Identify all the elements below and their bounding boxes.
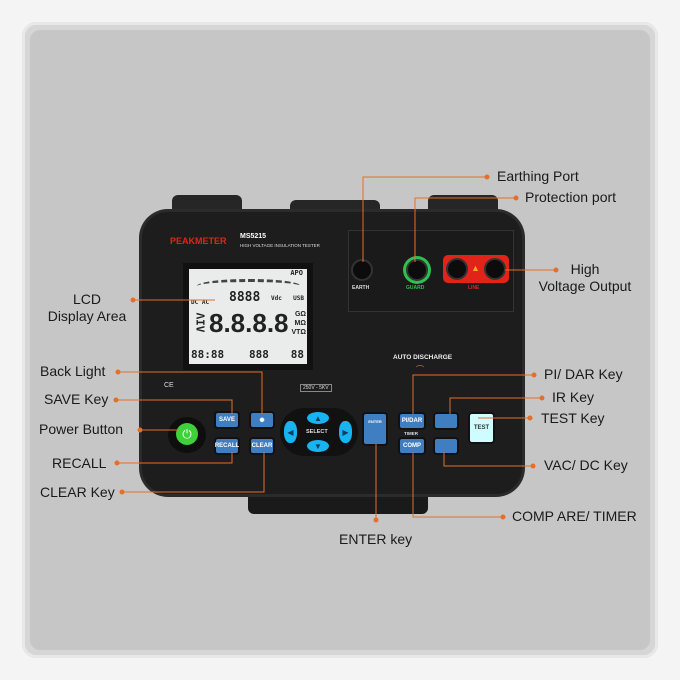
- timer-reading: 88:88: [191, 348, 225, 361]
- callout-dot: [373, 517, 379, 523]
- callout-dot: [484, 174, 490, 180]
- callout-power-button: Power Button: [39, 421, 124, 437]
- enter-button[interactable]: ENTER: [364, 414, 386, 444]
- leader-save: [116, 399, 233, 414]
- leader-earthing: [362, 176, 487, 262]
- callout-protection-port: Protection port: [525, 189, 617, 205]
- earth-port[interactable]: [351, 259, 373, 281]
- callout-clear-key: CLEAR Key: [40, 484, 115, 500]
- callout-dot: [119, 489, 125, 495]
- analog-bar: [197, 279, 301, 293]
- save-button[interactable]: SAVE: [216, 413, 238, 427]
- callout-dot: [114, 460, 120, 466]
- leader-comp: [412, 452, 503, 518]
- warning-icon: ▲: [471, 263, 480, 273]
- timer-label: TIMER: [404, 431, 418, 436]
- callout-recall: RECALL: [52, 455, 107, 471]
- usb-indicator: USB: [293, 295, 304, 302]
- leader-vacdc: [443, 452, 533, 467]
- test-button[interactable]: TEST: [470, 414, 493, 442]
- line-port-2[interactable]: [484, 258, 506, 280]
- callout-dot: [500, 514, 506, 520]
- callout-dot: [137, 427, 143, 433]
- ir-button[interactable]: [435, 414, 457, 428]
- guard-label: GUARD: [406, 285, 425, 291]
- leader-pidar: [412, 374, 534, 414]
- callout-dot: [130, 297, 136, 303]
- callout-back-light: Back Light: [40, 363, 106, 379]
- callout-dot: [531, 372, 537, 378]
- device-subtitle: HIGH VOLTAGE INSULATION TESTER: [240, 243, 320, 248]
- case-latch: [172, 195, 242, 217]
- unit-vt-ohm: VTΩ: [291, 329, 306, 336]
- unit-m-ohm: MΩ: [294, 320, 306, 327]
- callout-vac-dc-key: VAC/ DC Key: [544, 457, 628, 473]
- callout-ir-key: IR Key: [552, 389, 595, 405]
- callout-dot: [113, 397, 119, 403]
- vac-dc-button[interactable]: [435, 439, 457, 453]
- guard-port[interactable]: [406, 259, 428, 281]
- backlight-button[interactable]: ✺: [251, 413, 273, 427]
- line-port-1[interactable]: [446, 258, 468, 280]
- line-label: LINE: [468, 285, 480, 291]
- brand-logo: PEAKMETER: [170, 236, 227, 246]
- callout-dot: [539, 395, 545, 401]
- unit-column: GΩ MΩ VTΩ: [291, 310, 306, 337]
- callout-line: LCD: [72, 291, 101, 307]
- callout-dot: [527, 415, 533, 421]
- lcd-display: APO 8888 Vdc USB DC AC ΛIV 8.8.8.8 GΩ MΩ…: [183, 263, 313, 370]
- leader-ir: [449, 397, 542, 414]
- voltage-range-badge: 250V - 5KV: [300, 384, 332, 392]
- power-button[interactable]: ⏻: [176, 423, 198, 445]
- down-arrow-button[interactable]: ▼: [307, 440, 329, 452]
- callout-enter-key: ENTER key: [339, 531, 413, 547]
- case-latch: [428, 195, 498, 217]
- mode-indicator: DC AC: [191, 299, 210, 306]
- index-reading: 88: [290, 348, 304, 361]
- earth-label: EARTH: [352, 285, 370, 291]
- secondary-reading: 8888: [229, 290, 261, 305]
- callout-line: Voltage Output: [538, 278, 632, 294]
- unit-g-ohm: GΩ: [294, 311, 306, 318]
- left-arrow-button[interactable]: ◀: [284, 421, 297, 443]
- callout-line: Display Area: [47, 308, 127, 324]
- discharge-icon: ⌒: [416, 365, 424, 374]
- up-arrow-button[interactable]: ▲: [307, 412, 329, 424]
- power-icon: ⏻: [182, 426, 192, 441]
- callout-dot: [115, 369, 121, 375]
- callout-dot: [553, 267, 559, 273]
- ce-mark: CE: [164, 382, 174, 389]
- callout-pi-dar-key: PI/ DAR Key: [544, 366, 623, 382]
- callout-dot: [513, 195, 519, 201]
- comp-button[interactable]: COMP: [400, 439, 424, 453]
- leader-clear: [122, 452, 265, 493]
- callout-save-key: SAVE Key: [44, 391, 109, 407]
- callout-compare-timer: COMP ARE/ TIMER: [512, 508, 637, 524]
- leader-recall: [117, 452, 233, 464]
- callout-dot: [530, 463, 536, 469]
- callout-test-key: TEST Key: [541, 410, 605, 426]
- main-reading: 8.8.8.8: [209, 308, 289, 338]
- pi-dar-button[interactable]: PI/DAR: [400, 414, 424, 428]
- leader-backlight: [118, 371, 263, 414]
- callout-earthing-port: Earthing Port: [497, 168, 579, 184]
- secondary-unit: Vdc: [271, 295, 282, 302]
- auto-discharge-label: AUTO DISCHARGE: [393, 354, 453, 361]
- right-arrow-button[interactable]: ▶: [339, 421, 352, 443]
- model-number: MS5215: [240, 233, 267, 240]
- recall-button[interactable]: RECALL: [215, 439, 239, 453]
- leader-protection: [414, 197, 516, 262]
- callout-line: High: [570, 261, 600, 277]
- apo-indicator: APO: [290, 269, 303, 277]
- clear-button[interactable]: CLEAR: [251, 439, 273, 453]
- select-label: SELECT: [306, 429, 328, 435]
- compare-reading: 888: [249, 348, 269, 361]
